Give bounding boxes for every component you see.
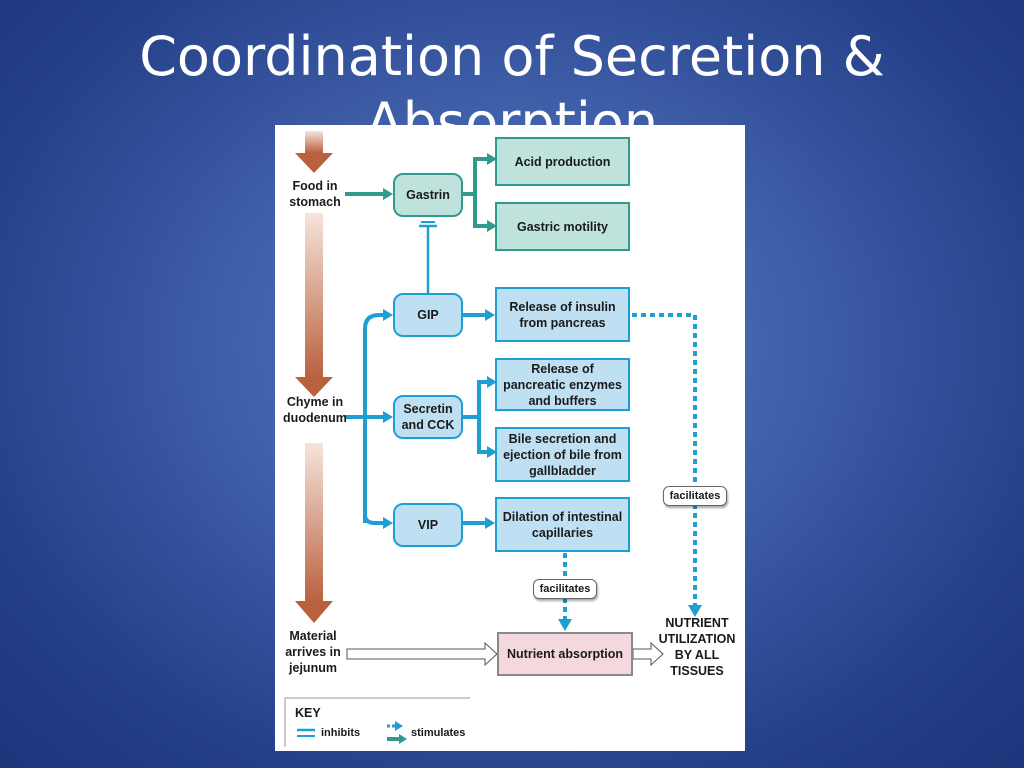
stomach-flow-arrow [295, 131, 333, 173]
key-inhibits-label: inhibits [321, 727, 361, 739]
chyme-in-duodenum-label: Chyme in duodenum [283, 395, 347, 425]
duodenum-flow-arrow [295, 213, 333, 397]
insulin-release-box: Release of insulin from pancreas [495, 287, 630, 342]
absorption-outline-arrow [632, 641, 664, 667]
gastric-motility-box: Gastric motility [495, 202, 630, 251]
nutrient-absorption-box: Nutrient absorption [497, 632, 633, 676]
pancreatic-enzymes-box: Release of pancreatic enzymes and buffer… [495, 358, 630, 411]
jejunum-outline-arrow [346, 641, 498, 667]
slide-title: Coordination of Secretion & Absorption [139, 25, 885, 144]
secretin-cck-box: Secretin and CCK [393, 395, 463, 439]
diagram-panel: Food in stomach Chyme in duodenum Materi… [275, 125, 745, 751]
gastrin-box: Gastrin [393, 173, 463, 217]
key-stimulates-label: stimulates [411, 727, 466, 739]
jejunum-flow-arrow [295, 443, 333, 623]
facilitates-tag-right: facilitates [663, 486, 727, 506]
facilitates-tag-bottom: facilitates [533, 579, 597, 599]
key-title: KEY [295, 706, 321, 720]
capillary-dilation-box: Dilation of intestinal capillaries [495, 497, 630, 552]
food-in-stomach-label: Food in stomach [289, 179, 341, 209]
nutrient-utilization-label: NUTRIENT UTILIZATION BY ALL TISSUES [658, 616, 736, 678]
facilitation-lines [563, 313, 697, 619]
vip-box: VIP [393, 503, 463, 547]
bile-secretion-box: Bile secretion and ejection of bile from… [495, 427, 630, 482]
chyme-hormone-arrows [345, 313, 487, 525]
diagram-arrows [284, 131, 702, 747]
gastrin-arrows [345, 157, 487, 228]
acid-production-box: Acid production [495, 137, 630, 186]
gip-box: GIP [393, 293, 463, 337]
material-jejunum-label: Material arrives in jejunum [285, 629, 341, 675]
